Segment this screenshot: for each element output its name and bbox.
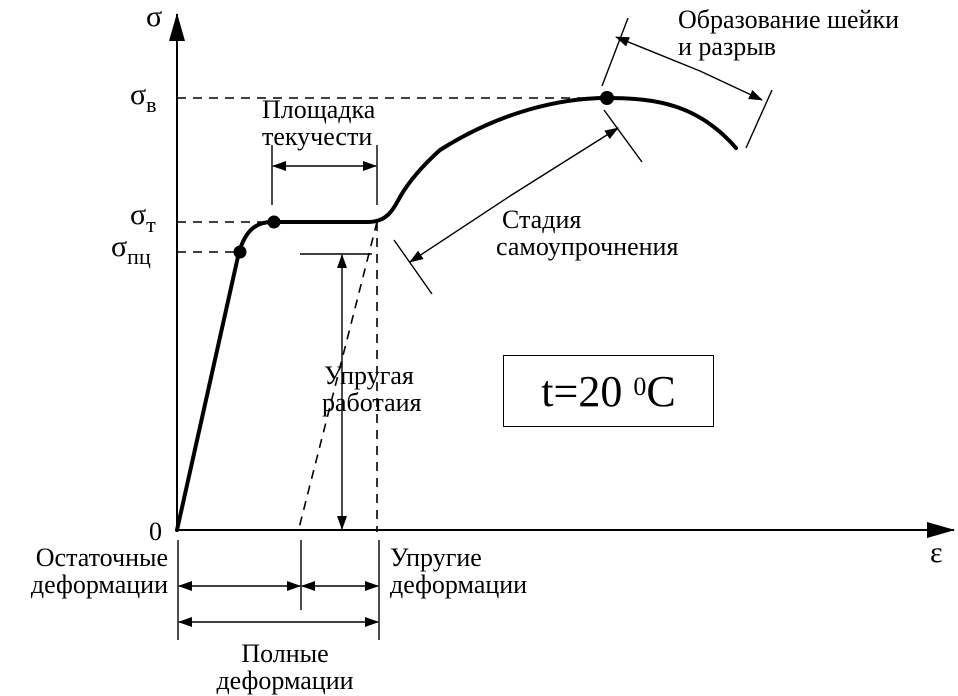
elastic-def-line-1: Упругие — [390, 543, 482, 572]
sigma-t-label: σт — [130, 198, 156, 238]
residual-line-1: Остаточные — [35, 543, 168, 572]
yield-plateau-label: Площадка текучести — [262, 96, 375, 150]
sigma-pc-symbol: σ — [111, 230, 128, 263]
ultimate-strength-point — [600, 91, 614, 105]
x-axis-label: ε — [930, 536, 943, 569]
y-axis-label: σ — [146, 0, 163, 33]
sigma-b-subscript: в — [146, 92, 157, 117]
residual-label: Остаточные деформации — [2, 544, 168, 598]
elastic-def-label: Упругие деформации — [390, 544, 527, 598]
elastic-def-line-2: деформации — [390, 570, 528, 599]
unloading-line — [297, 221, 378, 533]
temperature-prefix: t=20 — [541, 366, 634, 416]
sigma-t-subscript: т — [146, 212, 156, 237]
hardening-arrow-down — [409, 195, 511, 263]
necking-label: Образование шейки и разрыв — [678, 6, 899, 60]
total-line-2: деформации — [216, 666, 354, 695]
necking-arrow-right — [699, 70, 763, 101]
necking-label-line-2: и разрыв — [678, 32, 776, 61]
yield-plateau-line-1: Площадка — [262, 95, 376, 124]
stress-strain-curve — [175, 96, 738, 532]
necking-tick-left — [601, 17, 629, 87]
hardening-tick-bottom — [393, 239, 433, 295]
hardening-label: Стадия самоупрочнения — [496, 206, 678, 260]
proportional-limit-point — [233, 245, 247, 259]
hardening-arrow-up — [509, 127, 619, 197]
elastic-work-line-1: Упругая — [324, 361, 414, 390]
total-label: Полные деформации — [190, 640, 380, 694]
elastic-work-label: Упругая работаия — [322, 362, 422, 416]
sigma-b-label: σв — [130, 78, 157, 118]
origin-label: 0 — [149, 517, 162, 546]
sigma-t-symbol: σ — [130, 198, 147, 231]
yield-point — [267, 215, 281, 229]
hardening-line-1: Стадия — [502, 205, 582, 234]
necking-arrow-left — [615, 36, 701, 72]
yield-plateau-line-2: текучести — [262, 122, 373, 151]
sigma-b-symbol: σ — [130, 78, 147, 111]
hardening-tick-top — [603, 109, 643, 163]
sigma-pc-subscript: пц — [127, 244, 151, 269]
residual-line-2: деформации — [30, 570, 168, 599]
necking-tick-right — [745, 89, 773, 149]
elastic-work-line-2: работаия — [322, 388, 422, 417]
temperature-degree: 0 — [633, 372, 647, 401]
total-line-1: Полные — [241, 639, 329, 668]
temperature-unit: C — [646, 366, 676, 416]
necking-label-line-1: Образование шейки — [678, 5, 900, 34]
sigma-pc-label: σпц — [111, 230, 151, 270]
hardening-line-2: самоупрочнения — [496, 232, 679, 261]
